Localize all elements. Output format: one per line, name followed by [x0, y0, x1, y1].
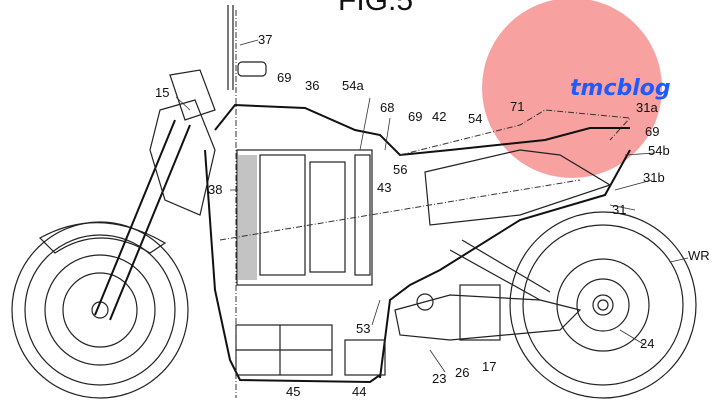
- label-54a: 54a: [342, 78, 364, 93]
- handlebar-grip: [237, 61, 267, 77]
- lower-box: [235, 324, 386, 376]
- label-43: 43: [377, 180, 391, 195]
- label-26: 26: [455, 365, 469, 380]
- label-53: 53: [356, 321, 370, 336]
- label-54: 54: [468, 111, 482, 126]
- label-23: 23: [432, 371, 446, 386]
- label-68: 68: [380, 100, 394, 115]
- frame-lower: [204, 149, 381, 384]
- label-71: 71: [510, 99, 524, 114]
- label-36: 36: [305, 78, 319, 93]
- label-54b: 54b: [648, 143, 670, 158]
- label-17: 17: [482, 359, 496, 374]
- figure-title: FIG.5: [338, 0, 413, 17]
- label-37: 37: [258, 32, 272, 47]
- leader-lines: [175, 39, 689, 373]
- label-45: 45: [286, 384, 300, 399]
- label-44: 44: [352, 384, 366, 399]
- label-31a: 31a: [636, 100, 658, 115]
- mirror-stem: [227, 5, 234, 90]
- label-69: 69: [645, 124, 659, 139]
- label-38: 38: [208, 182, 222, 197]
- center-line: [219, 179, 581, 241]
- watermark: tmcblog: [570, 76, 671, 101]
- label-69: 69: [408, 109, 422, 124]
- frame-rear: [379, 149, 631, 379]
- seat-outline: [399, 109, 632, 156]
- rear-unit: [424, 149, 612, 226]
- label-WR: WR: [688, 248, 710, 263]
- label-31: 31: [612, 202, 626, 217]
- frame: [214, 103, 630, 157]
- label-15: 15: [155, 85, 169, 100]
- front-wheel: [11, 221, 189, 399]
- battery: [236, 149, 373, 286]
- motor-swingarm: [394, 239, 582, 341]
- label-42: 42: [432, 109, 446, 124]
- headlight: [169, 69, 216, 121]
- front-fork: [94, 119, 191, 321]
- label-31b: 31b: [643, 170, 665, 185]
- front-cowl: [149, 99, 216, 216]
- rear-wheel: [509, 211, 697, 399]
- highlight-circle: [482, 0, 662, 178]
- label-56: 56: [393, 162, 407, 177]
- label-69: 69: [277, 70, 291, 85]
- label-24: 24: [640, 336, 654, 351]
